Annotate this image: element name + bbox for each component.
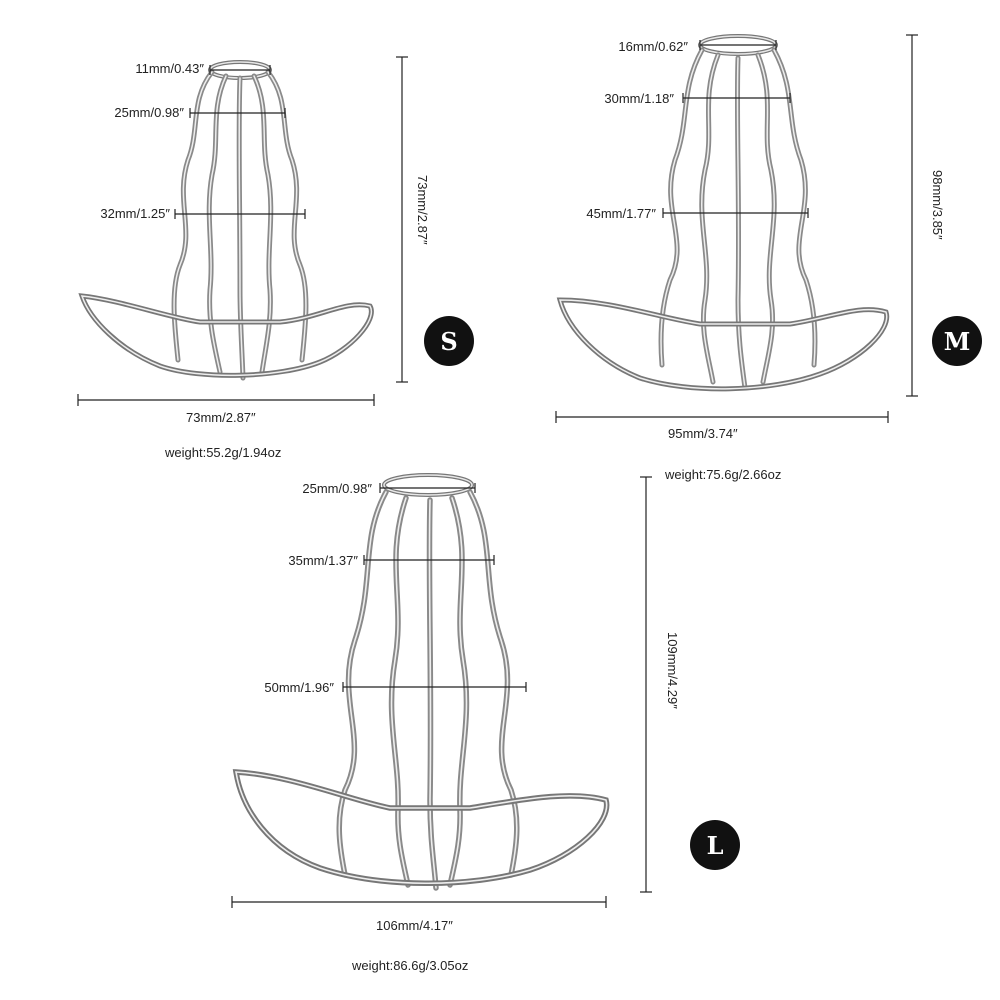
size-l-base-width-label: 106mm/4.17″ xyxy=(376,918,453,933)
size-l-badge: L xyxy=(690,820,740,870)
size-s-tip-diameter-label: 11mm/0.43″ xyxy=(135,61,204,76)
size-m-badge: M xyxy=(932,316,982,366)
size-m-bulb-diameter-label: 45mm/1.77″ xyxy=(586,206,656,221)
size-l-weight-label: weight:86.6g/3.05oz xyxy=(352,958,469,973)
size-s-base-width-label: 73mm/2.87″ xyxy=(186,410,256,425)
dimension-lines xyxy=(77,34,918,908)
size-s-badge: S xyxy=(424,316,474,366)
size-l-illustration xyxy=(232,473,610,891)
size-s-height-label: 73mm/2.87″ xyxy=(415,175,430,245)
size-s-weight-label: weight:55.2g/1.94oz xyxy=(165,445,282,460)
size-m-weight-label: weight:75.6g/2.66oz xyxy=(665,467,782,482)
size-l-tip-diameter-label: 25mm/0.98″ xyxy=(302,481,372,496)
size-l-height-label: 109mm/4.29″ xyxy=(665,632,680,709)
size-s-bulb-diameter-label: 32mm/1.25″ xyxy=(100,206,170,221)
size-m-base-width-label: 95mm/3.74″ xyxy=(668,426,738,441)
size-s-illustration xyxy=(78,60,374,381)
size-l-bulb-diameter-label: 50mm/1.96″ xyxy=(264,680,334,695)
size-m-illustration xyxy=(556,34,890,392)
size-s-neck-diameter-label: 25mm/0.98″ xyxy=(114,105,184,120)
size-m-tip-diameter-label: 16mm/0.62″ xyxy=(618,39,688,54)
size-m-neck-diameter-label: 30mm/1.18″ xyxy=(604,91,674,106)
size-l-neck-diameter-label: 35mm/1.37″ xyxy=(288,553,358,568)
size-m-height-label: 98mm/3.85″ xyxy=(930,170,945,240)
